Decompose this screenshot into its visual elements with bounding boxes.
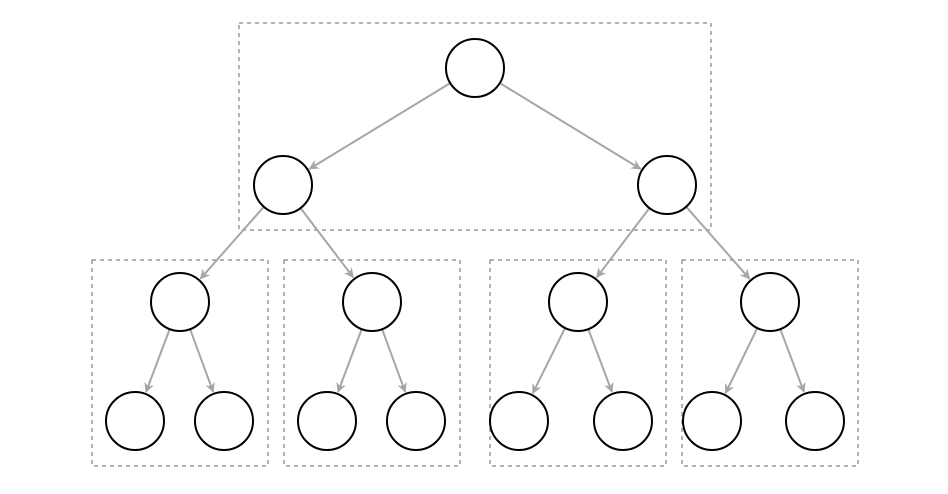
edge-root-to-right [499,82,642,170]
edge-ll-to-leaf-2 [189,328,215,393]
edge-right-to-rl [596,207,651,279]
node-lr [342,272,402,332]
node-leaf-7 [682,391,742,451]
edge-left-to-lr [299,207,354,279]
node-leaf-8 [785,391,845,451]
edge-rr-to-leaf-8 [779,328,806,393]
node-leaf-5 [489,391,549,451]
edge-rr-to-leaf-7 [724,327,759,394]
group-box-bottom-4 [681,259,859,467]
node-leaf-2 [194,391,254,451]
node-leaf-4 [386,391,446,451]
edge-root-to-left [308,82,451,170]
node-root [445,38,505,98]
edge-left-to-ll [199,206,265,280]
group-box-bottom-1 [91,259,269,467]
edge-rl-to-leaf-5 [531,327,566,395]
node-leaf-6 [593,391,653,451]
edges-layer [144,82,806,395]
node-leaf-1 [105,391,165,451]
edge-rl-to-leaf-6 [587,328,614,393]
node-ll [150,272,210,332]
group-box-top [238,22,712,231]
node-right [637,155,697,215]
edge-lr-to-leaf-4 [381,328,407,393]
edge-right-to-rr [685,206,751,280]
group-box-bottom-3 [489,259,667,467]
node-rl [548,272,608,332]
node-leaf-3 [297,391,357,451]
edge-lr-to-leaf-3 [336,328,363,393]
nodes-layer [105,38,845,451]
group-box-bottom-2 [283,259,461,467]
node-rr [740,272,800,332]
edge-ll-to-leaf-1 [144,328,171,393]
node-left [253,155,313,215]
